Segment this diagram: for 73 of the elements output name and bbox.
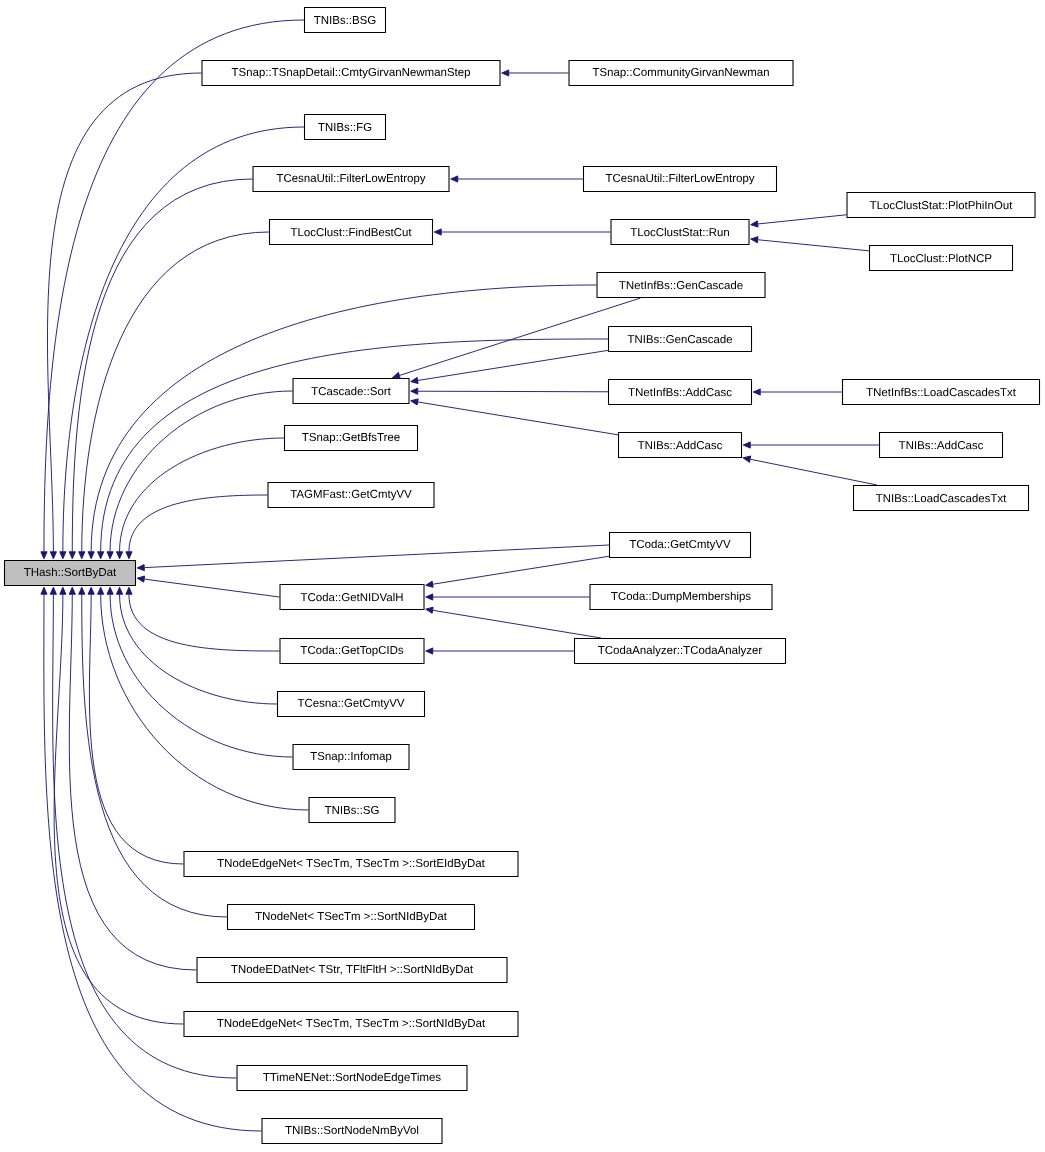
function-box: TLocClust::PlotNCP <box>868 244 1014 272</box>
arrow <box>750 236 870 252</box>
function-box: TLocClustStat::PlotPhiInOut <box>846 191 1036 219</box>
arrow <box>750 214 847 228</box>
arrow <box>125 586 280 652</box>
arrow <box>425 593 590 601</box>
function-box: TCodaAnalyzer::TCodaAnalyzer <box>573 637 787 665</box>
arrow <box>40 19 305 560</box>
arrow <box>40 586 262 1132</box>
arrow <box>78 586 228 918</box>
function-box: TNIBs::GenCascade <box>607 325 753 353</box>
function-box: TNetInfBs::LoadCascadesTxt <box>841 378 1041 406</box>
arrow <box>410 398 619 436</box>
function-box: TCoda::DumpMemberships <box>589 583 773 611</box>
function-box: TSnap::GetBfsTree <box>283 424 419 452</box>
function-box: TNIBs::AddCasc <box>878 431 1004 459</box>
arrow <box>47 72 202 560</box>
function-box: TNodeEdgeNet< TSecTm, TSecTm >::SortNIdByDat <box>183 1010 519 1038</box>
arrow <box>116 437 285 560</box>
function-box: TNIBs::BSG <box>303 6 387 34</box>
arrow <box>125 494 268 560</box>
function-box: TNIBs::LoadCascadesTxt <box>852 484 1030 512</box>
arrow <box>106 390 293 560</box>
arrow <box>68 586 197 971</box>
arrow <box>116 586 278 705</box>
function-box: THash::SortByDat <box>3 559 137 587</box>
function-box: TCesnaUtil::FilterLowEntropy <box>252 165 450 193</box>
arrow <box>136 544 610 572</box>
function-box: TCesna::GetCmtyVV <box>276 690 426 718</box>
function-box: TNodeNet< TSecTm >::SortNIdByDat <box>226 903 476 931</box>
function-box: TCoda::GetCmtyVV <box>608 531 752 559</box>
function-box: TCascade::Sort <box>292 377 410 405</box>
function-box: TNIBs::SortNodeNmByVol <box>261 1117 443 1145</box>
arrow <box>501 69 569 77</box>
function-box: TSnap::Infomap <box>292 743 410 771</box>
arrow <box>97 586 309 811</box>
arrow <box>752 388 843 396</box>
arrow <box>410 349 609 384</box>
arrow <box>78 231 270 560</box>
arrow <box>136 575 280 598</box>
arrow <box>742 455 878 486</box>
arrow <box>97 338 609 560</box>
function-box: TTimeNENet::SortNodeEdgeTimes <box>236 1064 468 1092</box>
function-box: TNIBs::SG <box>308 796 396 824</box>
function-box: TNetInfBs::AddCasc <box>607 378 753 406</box>
function-box: TSnap::TSnapDetail::CmtyGirvanNewmanStep <box>201 59 501 87</box>
function-box: TAGMFast::GetCmtyVV <box>267 481 435 509</box>
arrow <box>106 586 293 758</box>
arrow <box>59 126 305 560</box>
arrow <box>425 555 610 588</box>
arrow <box>450 175 584 183</box>
arrow <box>410 387 609 395</box>
arrow <box>87 284 597 560</box>
function-box: TNIBs::AddCasc <box>617 431 743 459</box>
arrow <box>392 297 641 379</box>
arrow <box>425 647 575 655</box>
function-box: TLocClust::FindBestCut <box>268 218 434 246</box>
function-box: TNodeEDatNet< TStr, TFltFltH >::SortNIdByDat <box>196 956 508 984</box>
function-box: TLocClustStat::Run <box>610 218 750 246</box>
arrow <box>49 586 237 1079</box>
function-box: TSnap::CommunityGirvanNewman <box>568 59 794 87</box>
function-box: TCoda::GetTopCIDs <box>279 637 425 665</box>
function-box: TNIBs::FG <box>303 113 387 141</box>
arrow <box>53 586 184 1025</box>
function-box: TCoda::GetNIDValH <box>279 583 425 611</box>
function-box: TNodeEdgeNet< TSecTm, TSecTm >::SortEIdByDat <box>183 850 519 878</box>
arrow <box>87 586 184 865</box>
arrow <box>433 228 611 236</box>
arrow <box>425 606 602 639</box>
arrow <box>742 441 880 449</box>
function-box: TNetInfBs::GenCascade <box>596 271 766 299</box>
arrow <box>68 178 253 560</box>
function-box: TCesnaUtil::FilterLowEntropy <box>582 165 778 193</box>
